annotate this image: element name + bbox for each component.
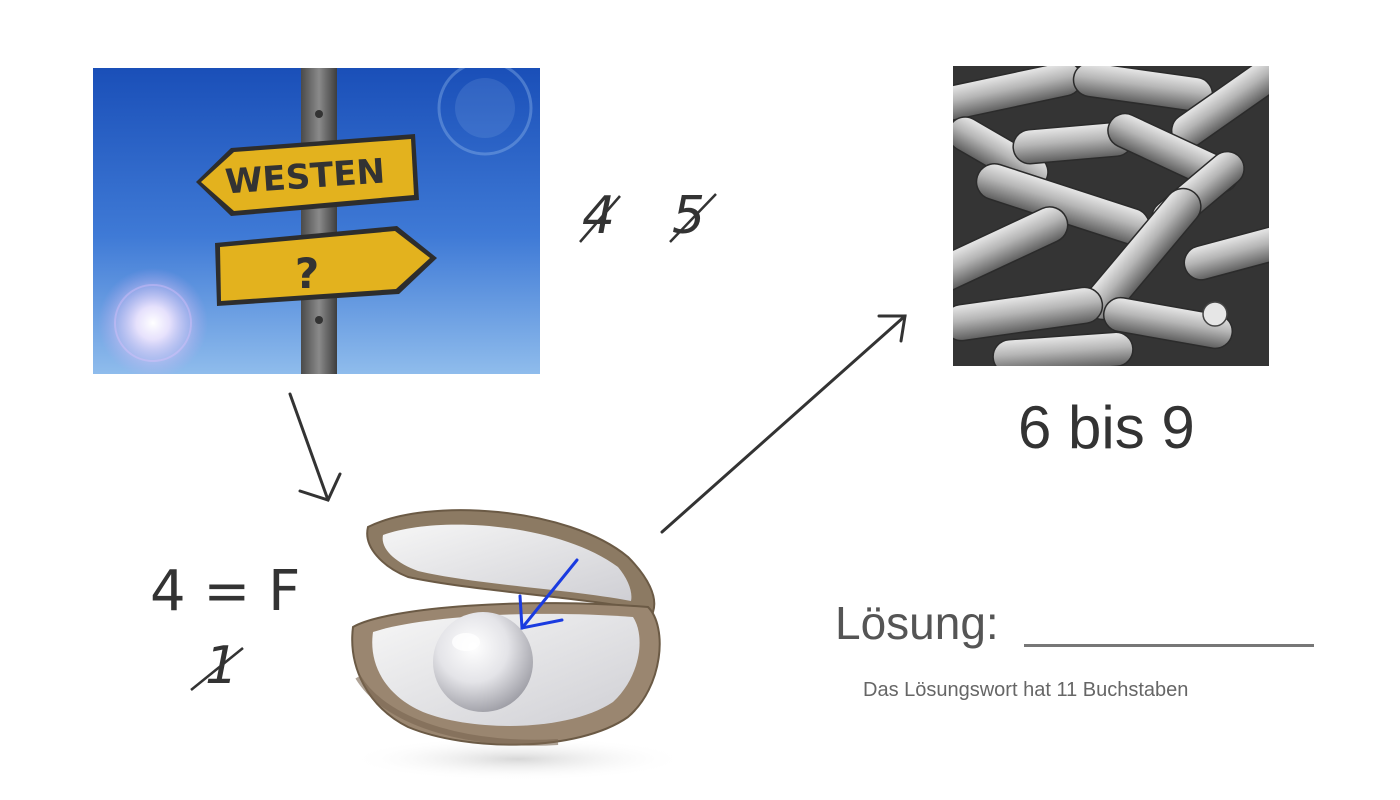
signpost-icon: WESTEN ? bbox=[93, 68, 540, 374]
signpost-picture: WESTEN ? bbox=[93, 68, 540, 374]
solution-hint: Das Lösungswort hat 11 Buchstaben bbox=[863, 679, 1189, 701]
rule-label: 4 = F bbox=[150, 559, 301, 624]
arrow-down-icon bbox=[288, 392, 342, 502]
crossed-digit-c-text: 1 bbox=[205, 636, 239, 696]
bacteria-icon bbox=[953, 66, 1269, 366]
crossed-digit-a: 4 bbox=[579, 190, 621, 243]
oyster-icon bbox=[348, 509, 688, 781]
crossed-digit-b-text: 5 bbox=[672, 186, 706, 246]
crossed-digit-a-text: 4 bbox=[582, 186, 616, 246]
bacteria-picture bbox=[953, 66, 1269, 366]
crossed-digit-c: 1 bbox=[190, 640, 244, 692]
sign-bottom-text: ? bbox=[295, 249, 319, 298]
bacteria-range-label: 6 bis 9 bbox=[1018, 394, 1195, 461]
oyster-picture bbox=[328, 497, 700, 787]
crossed-digit-b: 5 bbox=[669, 190, 717, 243]
solution-answer-line[interactable] bbox=[1024, 644, 1314, 647]
solution-label: Lösung: bbox=[835, 597, 999, 649]
